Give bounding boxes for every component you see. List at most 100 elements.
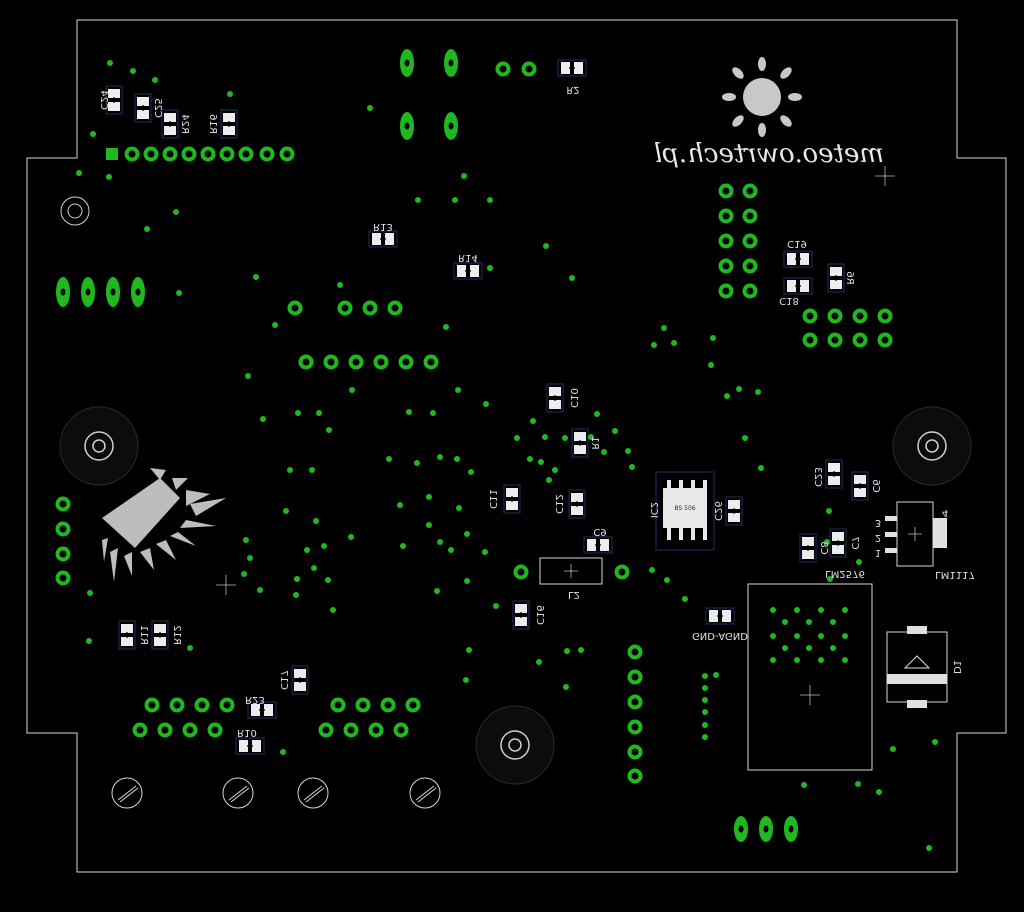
via [294, 576, 300, 582]
smd-outline [829, 528, 847, 558]
smd-pad [549, 400, 561, 409]
component-label: LM2576 [825, 568, 865, 579]
via [801, 782, 807, 788]
through-hole-pad [423, 354, 439, 370]
sun-icon [722, 57, 802, 137]
smd-outline [568, 489, 586, 519]
smd-center-mark [226, 121, 232, 127]
via [588, 434, 594, 440]
via [311, 565, 317, 571]
ic2-chip: BS 506 [655, 471, 715, 551]
via [806, 619, 812, 625]
through-hole-pad [852, 332, 868, 348]
through-hole-pad [614, 564, 630, 580]
through-hole-pad [802, 332, 818, 348]
smd-pad [470, 265, 479, 277]
component-label: R23 [245, 694, 265, 705]
smd-pad [802, 550, 814, 559]
via [414, 460, 420, 466]
via [415, 197, 421, 203]
via [367, 105, 373, 111]
via [770, 607, 776, 613]
via [337, 282, 343, 288]
component-label: R6 [844, 271, 855, 284]
through-hole-pad [200, 146, 216, 162]
through-hole-pad [194, 697, 210, 713]
via [826, 508, 832, 514]
via [316, 410, 322, 416]
via [671, 340, 677, 346]
smd-center-mark [247, 743, 253, 749]
through-hole-pad [802, 308, 818, 324]
via [794, 607, 800, 613]
smd-pad [709, 610, 718, 622]
smd-pad [800, 280, 809, 292]
through-hole-pad [55, 496, 71, 512]
smd-center-mark [157, 632, 163, 638]
smd-outline [235, 737, 265, 755]
via [527, 456, 533, 462]
via [569, 275, 575, 281]
via [629, 464, 635, 470]
via [770, 633, 776, 639]
smd-pad [121, 637, 133, 646]
through-hole-pad [55, 546, 71, 562]
smd-pad [223, 113, 235, 122]
via [406, 409, 412, 415]
terminal-screw [111, 777, 441, 809]
component-label: R11 [138, 625, 149, 645]
smd-outline [368, 230, 398, 248]
smd-outline [247, 701, 277, 719]
pad-hole [110, 288, 116, 296]
via [287, 467, 293, 473]
component-label: C23 [812, 467, 823, 487]
smd-pad [574, 445, 586, 454]
via [400, 543, 406, 549]
through-hole-pad [398, 354, 414, 370]
smd-pad [294, 669, 306, 678]
smd-pad [252, 740, 261, 752]
pad-hole [135, 288, 141, 296]
through-hole-pad [718, 283, 734, 299]
pad-hole [404, 122, 410, 130]
smd-outline [512, 600, 530, 630]
smd-outline [151, 620, 169, 650]
component-label: C16 [534, 605, 545, 625]
through-hole-pad [318, 722, 334, 738]
component-label: C26 [712, 501, 723, 521]
smd-pad [574, 62, 583, 74]
via [448, 547, 454, 553]
via [842, 657, 848, 663]
through-hole-pad [718, 258, 734, 274]
through-hole-pad [143, 146, 159, 162]
via [827, 576, 833, 582]
via [818, 607, 824, 613]
via [260, 416, 266, 422]
through-hole-pad [238, 146, 254, 162]
smd-outline [783, 277, 813, 295]
smd-pad [239, 740, 248, 752]
smd-center-mark [465, 268, 471, 274]
via [578, 647, 584, 653]
smd-outline [783, 250, 813, 268]
through-hole-pad [627, 719, 643, 735]
via [543, 243, 549, 249]
via [736, 386, 742, 392]
board-outline [26, 19, 1007, 873]
component-label: R12 [171, 625, 182, 645]
component-label: 1 [875, 547, 881, 558]
via [649, 567, 655, 573]
smd-pad [137, 97, 149, 106]
via [87, 590, 93, 596]
smd-center-mark [833, 275, 839, 281]
smd-pad [571, 493, 583, 502]
through-hole-pad [298, 354, 314, 370]
via [464, 578, 470, 584]
smd-pad [549, 387, 561, 396]
via [452, 197, 458, 203]
smd-center-mark [552, 395, 558, 401]
via [454, 456, 460, 462]
through-hole-pad [852, 308, 868, 324]
through-hole-pad [279, 146, 295, 162]
via [806, 645, 812, 651]
